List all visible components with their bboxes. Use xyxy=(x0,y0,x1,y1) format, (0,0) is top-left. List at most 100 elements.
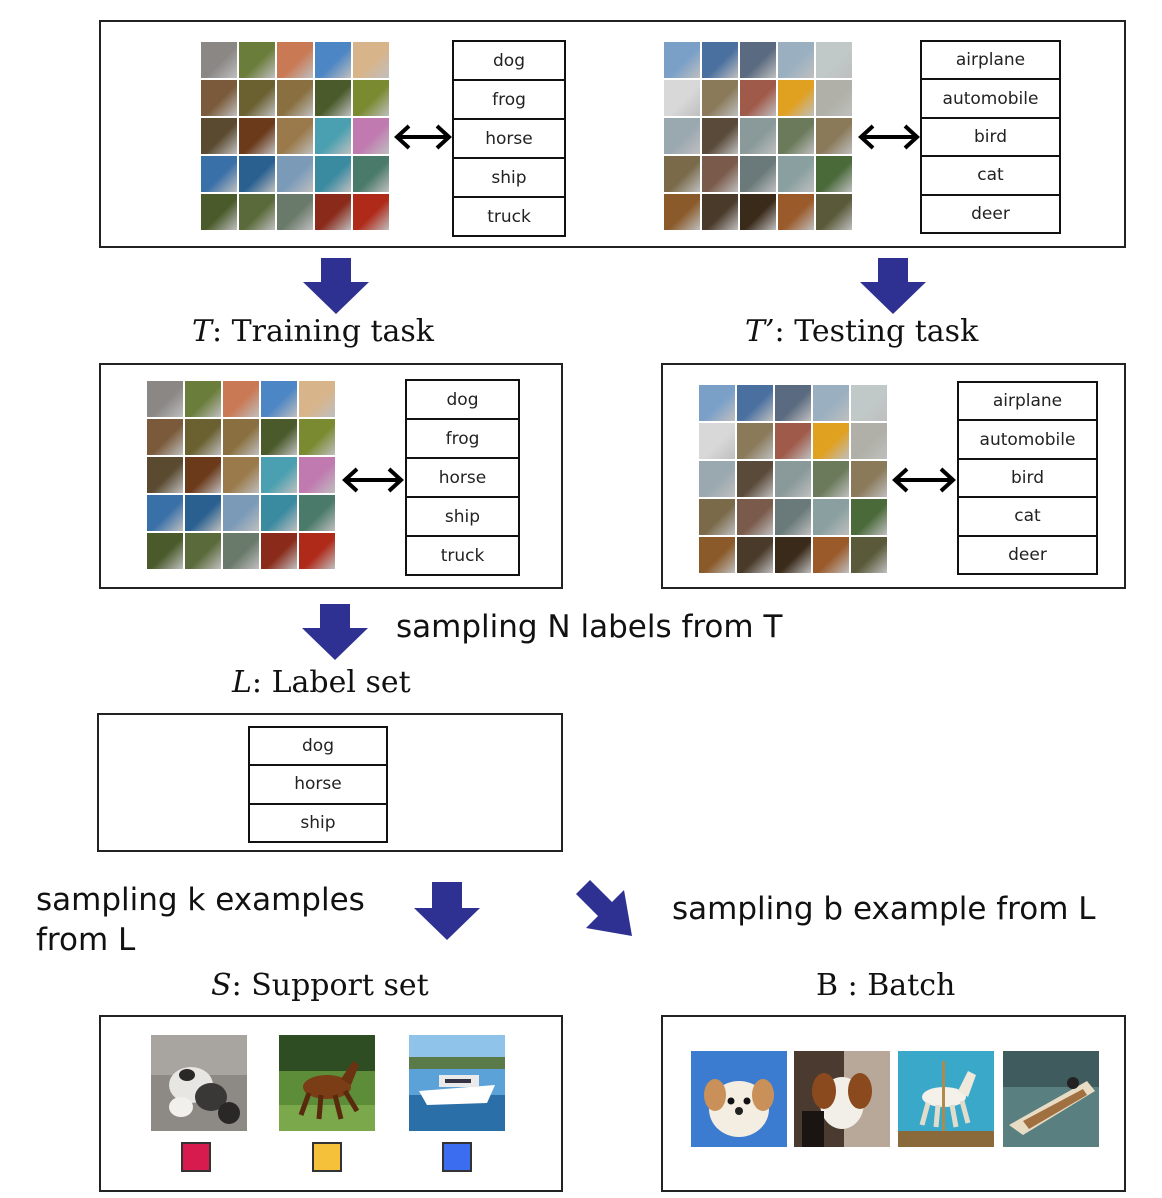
thumbnail-image xyxy=(816,42,852,78)
thumbnail-image xyxy=(737,423,773,459)
support-set-title-text: : Support set xyxy=(231,968,429,1003)
boat-photo xyxy=(1003,1051,1099,1147)
thumbnail-image xyxy=(740,80,776,116)
double-arrow-icon xyxy=(394,124,452,150)
ship-photo xyxy=(409,1035,505,1131)
thumbnail-image xyxy=(299,457,335,493)
sampling-k-line1: sampling k examples xyxy=(36,882,365,918)
thumbnail-image xyxy=(813,499,849,535)
training-task-symbol: T xyxy=(192,314,213,349)
label-cell: horse xyxy=(250,766,386,805)
thumbnail-image xyxy=(185,495,221,531)
thumbnail-image xyxy=(277,80,313,116)
thumbnail-image xyxy=(740,156,776,192)
thumbnail-image xyxy=(315,80,351,116)
label-cell: cat xyxy=(959,498,1096,537)
label-cell: bird xyxy=(922,119,1059,158)
label-set-list: dog horse ship xyxy=(248,726,388,843)
double-arrow-icon xyxy=(342,467,404,493)
thumbnail-image xyxy=(299,381,335,417)
thumbnail-image xyxy=(299,495,335,531)
thumbnail-image xyxy=(775,499,811,535)
test-image-grid xyxy=(664,42,852,230)
thumbnail-image xyxy=(261,419,297,455)
diagonal-arrow-icon xyxy=(576,880,632,936)
thumbnail-image xyxy=(664,80,700,116)
label-cell: truck xyxy=(440,545,485,566)
double-arrow-icon xyxy=(858,124,920,150)
thumbnail-image xyxy=(277,42,313,78)
label-cell: automobile xyxy=(959,421,1096,460)
label-cell: deer xyxy=(1008,544,1047,565)
puppy-photo xyxy=(691,1051,787,1147)
label-cell: ship xyxy=(300,812,336,833)
thumbnail-image xyxy=(147,457,183,493)
thumbnail-image xyxy=(185,533,221,569)
thumbnail-image xyxy=(223,533,259,569)
thumbnail-image xyxy=(277,118,313,154)
train-label-list: dog frog horse ship truck xyxy=(452,40,566,237)
thumbnail-image xyxy=(147,533,183,569)
support-set-title: S: Support set xyxy=(211,968,429,1003)
thumbnail-image xyxy=(185,457,221,493)
label-cell: ship xyxy=(407,498,518,537)
thumbnail-image xyxy=(299,419,335,455)
sampling-k-caption: sampling k examples from L xyxy=(36,880,365,960)
sampling-n-caption: sampling N labels from T xyxy=(396,609,783,645)
support-set-box xyxy=(99,1015,563,1192)
thumbnail-image xyxy=(816,194,852,230)
down-arrow-icon xyxy=(414,882,480,940)
thumbnail-image xyxy=(778,118,814,154)
thumbnail-image xyxy=(315,118,351,154)
down-arrow-icon xyxy=(302,604,368,660)
dog-photo xyxy=(151,1035,247,1131)
label-cell: horse xyxy=(454,120,564,159)
label-set-title-text: : Label set xyxy=(251,665,411,700)
dog-photo xyxy=(794,1051,890,1147)
thumbnail-image xyxy=(699,461,735,497)
thumbnail-image xyxy=(201,118,237,154)
horse-photo xyxy=(279,1035,375,1131)
thumbnail-image xyxy=(699,499,735,535)
thumbnail-image xyxy=(185,381,221,417)
thumbnail-image xyxy=(147,495,183,531)
thumbnail-image xyxy=(315,194,351,230)
thumbnail-image xyxy=(775,423,811,459)
training-task-title-text: : Training task xyxy=(212,314,434,349)
thumbnail-image xyxy=(813,423,849,459)
thumbnail-image xyxy=(353,118,389,154)
thumbnail-image xyxy=(201,194,237,230)
ship-color-swatch xyxy=(442,1142,472,1172)
thumbnail-image xyxy=(664,156,700,192)
thumbnail-image xyxy=(277,194,313,230)
thumbnail-image xyxy=(775,385,811,421)
thumbnail-image xyxy=(740,194,776,230)
thumbnail-image xyxy=(261,381,297,417)
label-cell: frog xyxy=(407,420,518,459)
thumbnail-image xyxy=(775,537,811,573)
thumbnail-image xyxy=(277,156,313,192)
thumbnail-image xyxy=(737,499,773,535)
thumbnail-image xyxy=(740,118,776,154)
thumbnail-image xyxy=(851,423,887,459)
thumbnail-image xyxy=(201,80,237,116)
testing-task-title: T’: Testing task xyxy=(745,314,978,349)
thumbnail-image xyxy=(851,461,887,497)
label-cell: bird xyxy=(959,460,1096,499)
thumbnail-image xyxy=(299,533,335,569)
label-cell: truck xyxy=(487,206,531,227)
thumbnail-image xyxy=(223,419,259,455)
thumbnail-image xyxy=(702,80,738,116)
train-image-grid xyxy=(201,42,389,230)
thumbnail-image xyxy=(353,80,389,116)
label-cell: frog xyxy=(454,81,564,120)
training-image-grid xyxy=(147,381,335,569)
thumbnail-image xyxy=(664,118,700,154)
thumbnail-image xyxy=(813,461,849,497)
training-task-title: T: Training task xyxy=(192,314,434,349)
thumbnail-image xyxy=(315,156,351,192)
thumbnail-image xyxy=(778,156,814,192)
testing-label-list: airplane automobile bird cat deer xyxy=(957,381,1098,575)
label-cell: deer xyxy=(971,203,1010,224)
test-label-list: airplane automobile bird cat deer xyxy=(920,40,1061,234)
